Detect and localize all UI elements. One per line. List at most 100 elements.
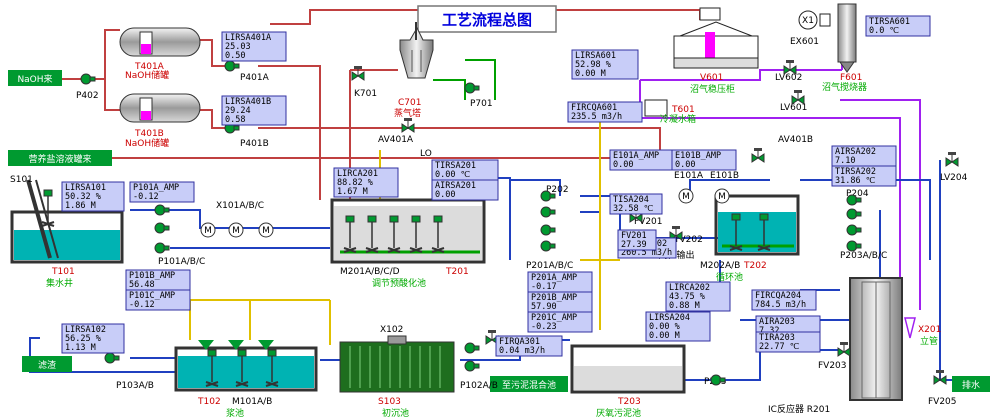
t401b-tag: T401B (134, 129, 164, 139)
x201-tag: X201 (918, 325, 941, 335)
mixer-m201-5[interactable] (431, 215, 445, 253)
mixer-m101-2[interactable] (235, 349, 249, 387)
valve-av401b[interactable] (751, 148, 765, 163)
instrument-value: -0.17 (531, 282, 557, 292)
motor-x101c[interactable]: M (258, 222, 274, 238)
tank-t401a[interactable] (119, 27, 201, 57)
instrument-value: 50.32 % (65, 192, 101, 202)
basin-t203[interactable] (570, 344, 686, 394)
mixer-m101-3[interactable] (265, 349, 279, 387)
t101-name: 集水井 (46, 277, 73, 289)
pump-p101a[interactable] (154, 204, 170, 216)
pump-p401a[interactable] (224, 60, 240, 72)
instrument-panel-p201a_amp[interactable]: P201A_AMP-0.17 (527, 271, 593, 293)
valve-fv203[interactable] (837, 342, 851, 357)
instrument-panel-p101a_amp[interactable]: P101A_AMP-0.12 (129, 181, 195, 203)
valve-lv602[interactable] (783, 60, 797, 75)
pump-p102a[interactable] (464, 342, 480, 354)
instrument-tag: LIRCA202 (669, 283, 710, 293)
mixer-m202-2[interactable] (757, 213, 771, 251)
p401a-tag: P401A (240, 73, 270, 83)
clarifier-s103[interactable] (339, 335, 455, 393)
instrument-value: 0.00 (675, 160, 695, 170)
pump-p203a[interactable] (846, 208, 862, 220)
mixer-s101[interactable] (41, 189, 55, 227)
pump-p101b[interactable] (154, 222, 170, 234)
t401a-name: NaOH储罐 (125, 69, 169, 81)
valve-lv204[interactable] (945, 152, 959, 167)
gas-holder-v601[interactable] (673, 7, 759, 69)
motor-x101b[interactable]: M (228, 222, 244, 238)
pump-p202a[interactable] (540, 190, 556, 202)
m101-tag: M101A/B (232, 397, 272, 407)
motor-e101b[interactable]: M (714, 188, 730, 204)
mixer-m101-1[interactable] (205, 349, 219, 387)
pump-p701[interactable] (464, 82, 480, 94)
riser-x201[interactable] (904, 317, 916, 339)
pump-p103b[interactable] (104, 352, 120, 364)
ic-reactor-r201[interactable] (849, 277, 903, 401)
pump-p101c[interactable] (154, 242, 170, 254)
mixer-m201-2[interactable] (365, 215, 379, 253)
valve-k701[interactable] (351, 66, 365, 81)
instrument-tag: FIRCQA601 (571, 103, 617, 113)
pump-p202d[interactable] (540, 240, 556, 252)
pump-p205[interactable] (710, 374, 726, 386)
tank-t601[interactable] (644, 99, 668, 117)
basin-t201[interactable] (330, 198, 486, 264)
instrument-tag: P101B_AMP (129, 271, 175, 281)
mixer-m201-3[interactable] (387, 215, 401, 253)
instrument-panel-p201c_amp[interactable]: P201C_AMP-0.23 (527, 311, 593, 333)
pump-p203c[interactable] (846, 240, 862, 252)
p201-tag: P201A/B/C (526, 261, 573, 271)
basin-t101[interactable] (10, 179, 124, 264)
valve-av401a[interactable] (401, 118, 415, 133)
mixer-m202-1[interactable] (729, 213, 743, 251)
mixer-m201-1[interactable] (343, 215, 357, 253)
flare-f601[interactable] (837, 3, 857, 73)
pump-p102b[interactable] (464, 360, 480, 372)
instrument-tag: TIRSA601 (869, 17, 910, 27)
pump-p402[interactable] (80, 73, 96, 85)
valve-lv601[interactable] (791, 90, 805, 105)
mixer-m201-4[interactable] (409, 215, 423, 253)
instrument-tag: FV201 (621, 231, 647, 241)
column-c701[interactable] (399, 22, 434, 79)
nutrient-source-label: 营养盐溶液罐来 (28, 153, 91, 165)
pump-p204[interactable] (846, 194, 862, 206)
pump-p203b[interactable] (846, 224, 862, 236)
instrument-tag: TIRSA201 (435, 161, 476, 171)
ex601-fan[interactable]: X1 (798, 10, 831, 30)
basin-t202[interactable] (714, 194, 800, 256)
motor-e101a[interactable]: M (678, 188, 694, 204)
pump-p202c[interactable] (540, 224, 556, 236)
motor-x101a[interactable]: M (200, 222, 216, 238)
valve-fv205[interactable] (933, 370, 947, 385)
instrument-panel-p101c_amp[interactable]: P101C_AMP-0.12 (125, 289, 191, 311)
pump-p202b[interactable] (540, 206, 556, 218)
tank-t401b[interactable] (119, 93, 201, 123)
